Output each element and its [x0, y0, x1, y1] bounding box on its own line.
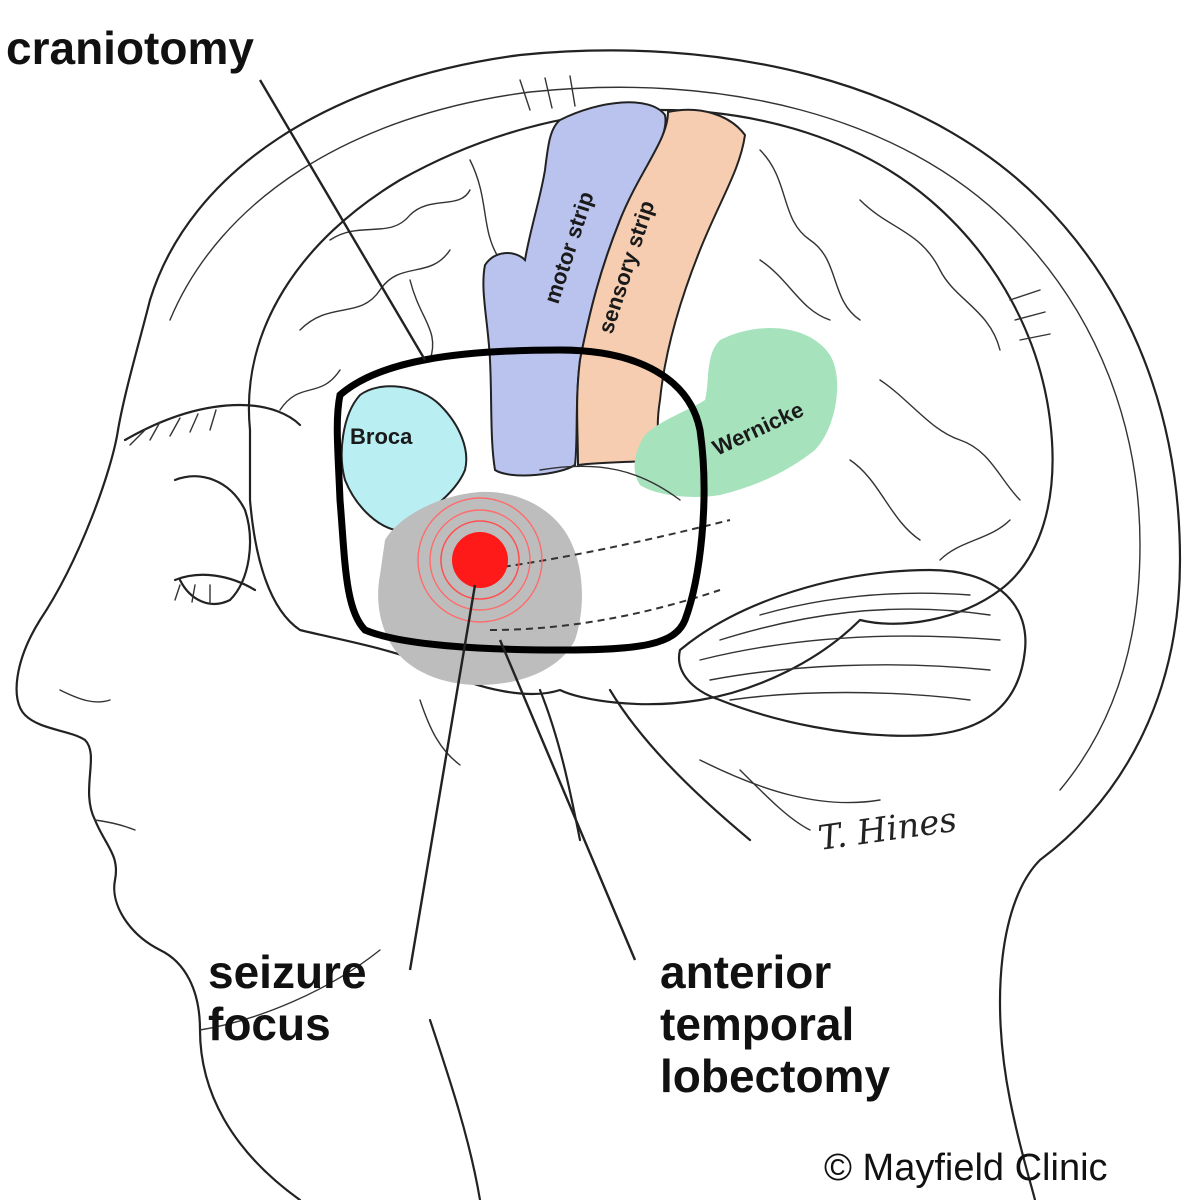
craniotomy-leader [258, 79, 427, 361]
lobectomy-label-line3: lobectomy [660, 1050, 890, 1102]
lobectomy-label-line2: temporal [660, 998, 854, 1050]
eye-drawing [123, 403, 302, 605]
copyright-credit: © Mayfield Clinic [824, 1147, 1108, 1189]
temporal-lobe-region [378, 491, 582, 685]
craniotomy-frame [333, 346, 708, 654]
seizure-focus-marker [417, 497, 543, 623]
seizure-focus-label-line1: seizure [208, 946, 367, 998]
artist-signature: T. Hines [816, 800, 960, 859]
lobectomy-label-line1: anterior [660, 946, 831, 998]
seizure-focus-label-line2: focus [208, 998, 331, 1050]
wernicke-region [634, 328, 838, 497]
seizure-focus-leader [408, 584, 477, 971]
lobectomy-dashed-lines [479, 465, 731, 631]
cerebellum-drawing [419, 568, 1027, 842]
lobectomy-leader [498, 639, 637, 961]
craniotomy-label: craniotomy [6, 22, 254, 74]
leader-lines [258, 79, 637, 971]
head-outline [15, 49, 1182, 1200]
broca-label: Broca [350, 424, 413, 449]
